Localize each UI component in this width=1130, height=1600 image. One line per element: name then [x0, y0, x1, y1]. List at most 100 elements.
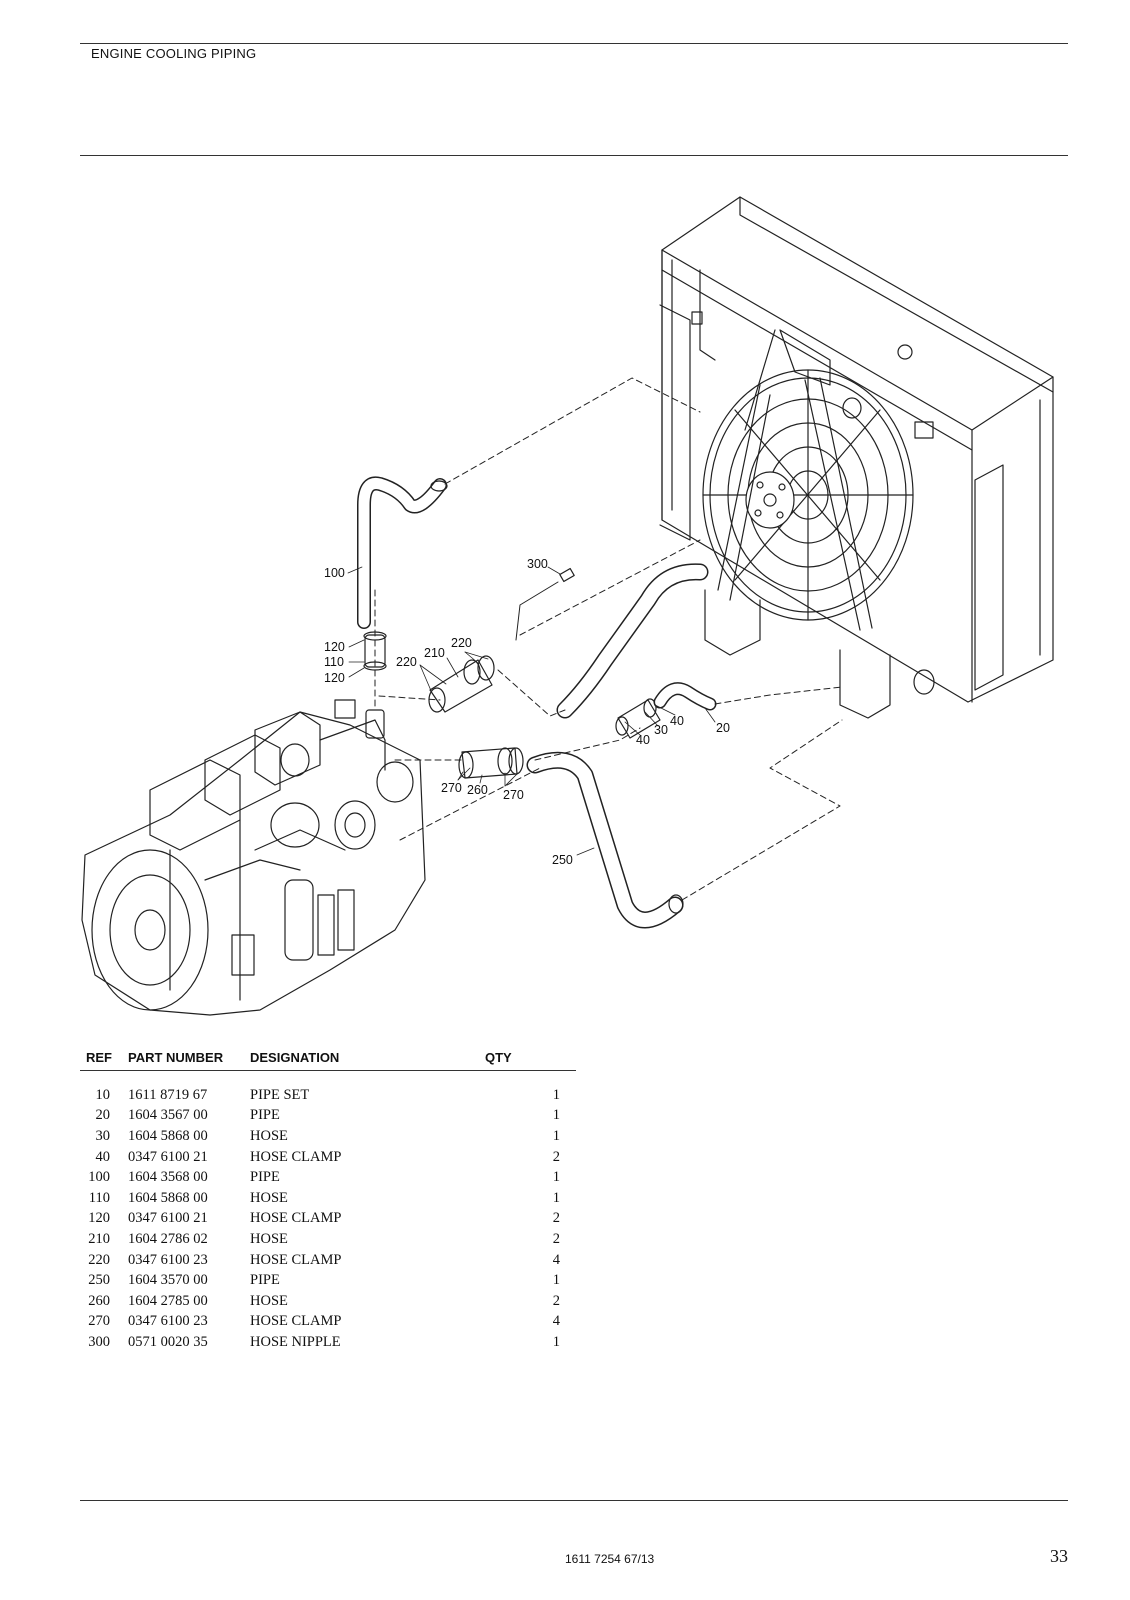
callout-220-left: 220 — [396, 655, 417, 669]
ref-cell: 30 — [95, 1127, 111, 1144]
table-row: 250 1604 3570 00 PIPE 1 — [80, 1270, 576, 1291]
callout-100: 100 — [324, 566, 345, 580]
part-number-cell: 1604 3568 00 — [128, 1169, 208, 1186]
ref-cell: 120 — [88, 1210, 110, 1227]
parts-list-table: REF PART NUMBER DESIGNATION QTY 10 1611 8… — [80, 1050, 576, 1353]
callout-120-bottom: 120 — [324, 671, 345, 685]
exploded-parts-drawing: 100 300 120 110 120 220 210 220 40 30 40… — [81, 196, 1054, 1016]
qty-cell: 4 — [552, 1251, 560, 1268]
callout-110: 110 — [324, 655, 344, 669]
callout-250: 250 — [552, 853, 573, 867]
qty-cell: 2 — [552, 1230, 560, 1247]
column-header-designation: DESIGNATION — [250, 1050, 485, 1071]
qty-cell: 2 — [552, 1292, 560, 1309]
designation-cell: PIPE — [250, 1169, 280, 1186]
header-top-rule — [80, 43, 1068, 44]
designation-cell: HOSE CLAMP — [250, 1210, 342, 1227]
parts-table-header-row: REF PART NUMBER DESIGNATION QTY — [80, 1050, 576, 1071]
ref-cell: 220 — [88, 1251, 110, 1268]
part-number-cell: 1604 3567 00 — [128, 1107, 208, 1124]
part-number-cell: 1604 5868 00 — [128, 1189, 208, 1206]
hose-210 — [428, 655, 495, 713]
designation-cell: HOSE — [250, 1292, 288, 1309]
ref-cell: 110 — [88, 1189, 110, 1206]
column-header-part-number: PART NUMBER — [128, 1050, 250, 1071]
table-row: 20 1604 3567 00 PIPE 1 — [80, 1106, 576, 1127]
pipe-100 — [357, 476, 448, 629]
callout-120-top: 120 — [324, 640, 345, 654]
table-row: 110 1604 5868 00 HOSE 1 — [80, 1188, 576, 1209]
part-number-cell: 1604 3570 00 — [128, 1272, 208, 1289]
part-number-cell: 1611 8719 67 — [128, 1086, 208, 1103]
callout-260: 260 — [467, 783, 488, 797]
qty-cell: 1 — [552, 1086, 560, 1103]
callout-40-right: 40 — [670, 714, 684, 728]
footer-rule — [80, 1500, 1068, 1501]
upper-hose — [556, 563, 709, 719]
designation-cell: HOSE CLAMP — [250, 1251, 342, 1268]
ref-cell: 210 — [88, 1230, 110, 1247]
callout-300: 300 — [527, 557, 548, 571]
engine-block — [81, 699, 426, 1016]
part-number-cell: 1604 2785 00 — [128, 1292, 208, 1309]
part-number-cell: 1604 5868 00 — [128, 1127, 208, 1144]
qty-cell: 1 — [552, 1272, 560, 1289]
designation-cell: HOSE NIPPLE — [250, 1333, 341, 1350]
table-row: 270 0347 6100 23 HOSE CLAMP 4 — [80, 1312, 576, 1333]
hose-260 — [458, 747, 524, 779]
part-number-cell: 1604 2786 02 — [128, 1230, 208, 1247]
designation-cell: PIPE — [250, 1107, 280, 1124]
table-row: 10 1611 8719 67 PIPE SET 1 — [80, 1071, 576, 1106]
column-header-qty: QTY — [485, 1050, 576, 1071]
ref-cell: 10 — [95, 1086, 111, 1103]
ref-cell: 250 — [88, 1272, 110, 1289]
header-bottom-rule — [80, 155, 1068, 156]
qty-cell: 2 — [552, 1210, 560, 1227]
ref-cell: 20 — [95, 1107, 111, 1124]
footer-page-number: 33 — [1050, 1546, 1068, 1566]
callout-220-right: 220 — [451, 636, 472, 650]
ref-cell: 260 — [88, 1292, 110, 1309]
part-number-cell: 0347 6100 21 — [128, 1210, 208, 1227]
qty-cell: 4 — [552, 1313, 560, 1330]
designation-cell: HOSE — [250, 1189, 288, 1206]
designation-cell: PIPE — [250, 1272, 280, 1289]
ref-cell: 300 — [88, 1333, 110, 1350]
designation-cell: HOSE CLAMP — [250, 1313, 342, 1330]
hose-nipple-300 — [515, 567, 575, 641]
designation-cell: HOSE — [250, 1230, 288, 1247]
qty-cell: 1 — [552, 1169, 560, 1186]
page-header-title: ENGINE COOLING PIPING — [91, 46, 257, 61]
pipe-20-hose-30 — [615, 682, 717, 739]
table-row: 300 0571 0020 35 HOSE NIPPLE 1 — [80, 1332, 576, 1353]
callout-30: 30 — [654, 723, 668, 737]
designation-cell: PIPE SET — [250, 1086, 310, 1103]
table-row: 30 1604 5868 00 HOSE 1 — [80, 1126, 576, 1147]
table-row: 220 0347 6100 23 HOSE CLAMP 4 — [80, 1250, 576, 1271]
part-number-cell: 0347 6100 23 — [128, 1313, 208, 1330]
ref-cell: 40 — [95, 1148, 111, 1165]
callout-20: 20 — [716, 721, 730, 735]
part-number-cell: 0571 0020 35 — [128, 1333, 208, 1350]
designation-cell: HOSE — [250, 1127, 288, 1144]
qty-cell: 1 — [552, 1127, 560, 1144]
callout-270-right: 270 — [503, 788, 524, 802]
ref-cell: 100 — [88, 1169, 110, 1186]
table-row: 260 1604 2785 00 HOSE 2 — [80, 1291, 576, 1312]
qty-cell: 2 — [552, 1148, 560, 1165]
callout-270-left: 270 — [441, 781, 462, 795]
column-header-ref: REF — [80, 1050, 128, 1071]
callout-210: 210 — [424, 646, 445, 660]
qty-cell: 1 — [552, 1333, 560, 1350]
table-row: 100 1604 3568 00 PIPE 1 — [80, 1167, 576, 1188]
part-number-cell: 0347 6100 23 — [128, 1251, 208, 1268]
table-row: 120 0347 6100 21 HOSE CLAMP 2 — [80, 1209, 576, 1230]
qty-cell: 1 — [552, 1189, 560, 1206]
qty-cell: 1 — [552, 1107, 560, 1124]
callout-40-left: 40 — [636, 733, 650, 747]
table-row: 210 1604 2786 02 HOSE 2 — [80, 1229, 576, 1250]
pipe-250 — [526, 751, 684, 929]
ref-cell: 270 — [88, 1313, 110, 1330]
radiator-assembly — [659, 196, 1054, 719]
